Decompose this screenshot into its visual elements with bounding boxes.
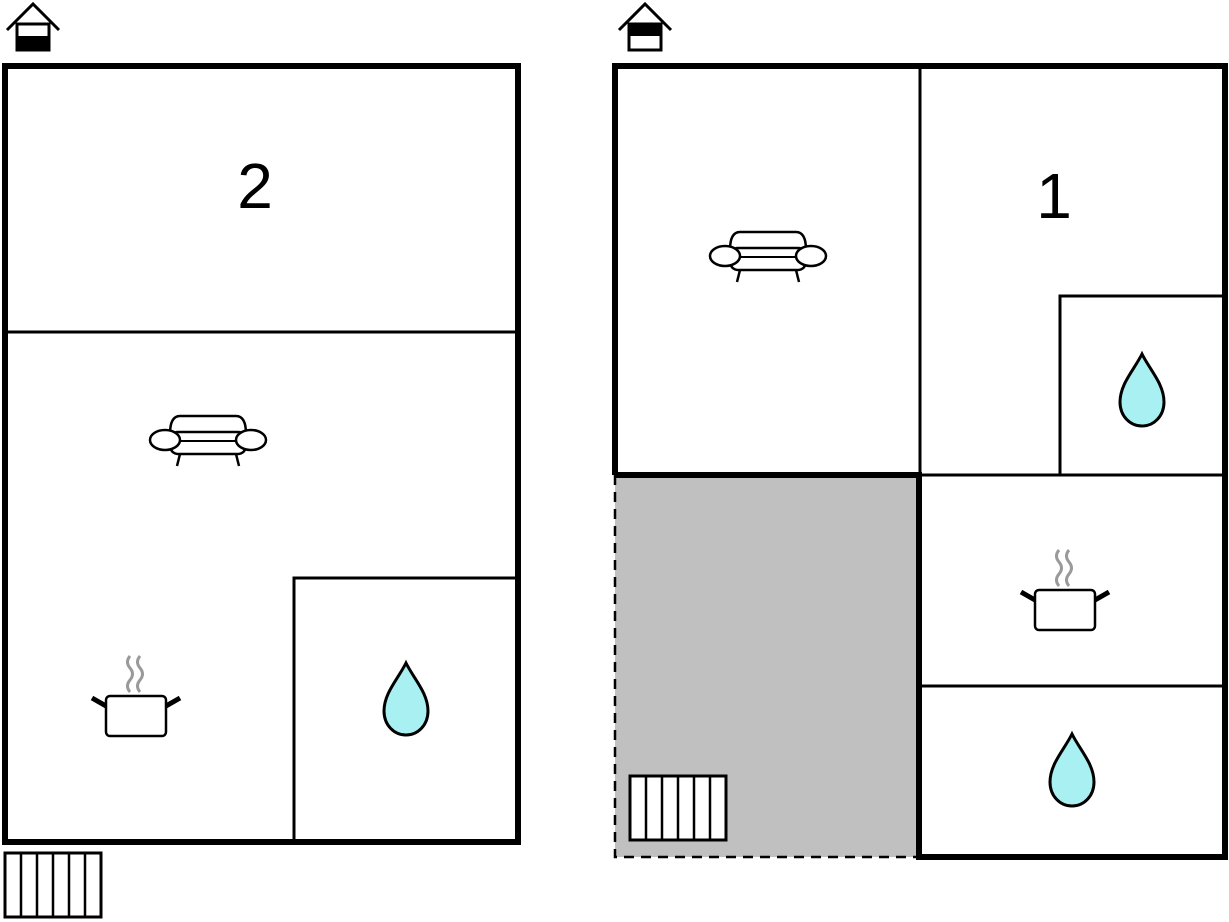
floor-plan-left: 2: [2, 1, 521, 919]
water-drop-icon: [1118, 352, 1166, 428]
sofa-icon: [148, 414, 268, 468]
water-drop-icon: [382, 661, 430, 737]
terrace-outline: [613, 475, 919, 859]
outer-wall: [2, 63, 521, 845]
stairs-icon: [628, 774, 728, 842]
stairs-icon: [3, 851, 103, 919]
bathroom-room: [292, 576, 520, 844]
cooking-pot-icon: [92, 656, 180, 736]
floor-plan-right: 1: [612, 1, 1228, 860]
cooking-pot-icon: [1021, 550, 1109, 630]
house-upper-floor-icon: [617, 1, 673, 52]
room-label: 2: [237, 150, 273, 222]
bathroom-room: [1058, 294, 1225, 475]
sofa-icon: [708, 230, 828, 284]
water-drop-icon: [1048, 732, 1096, 808]
room-label: 1: [1036, 160, 1072, 232]
house-lower-floor-icon: [5, 1, 61, 52]
